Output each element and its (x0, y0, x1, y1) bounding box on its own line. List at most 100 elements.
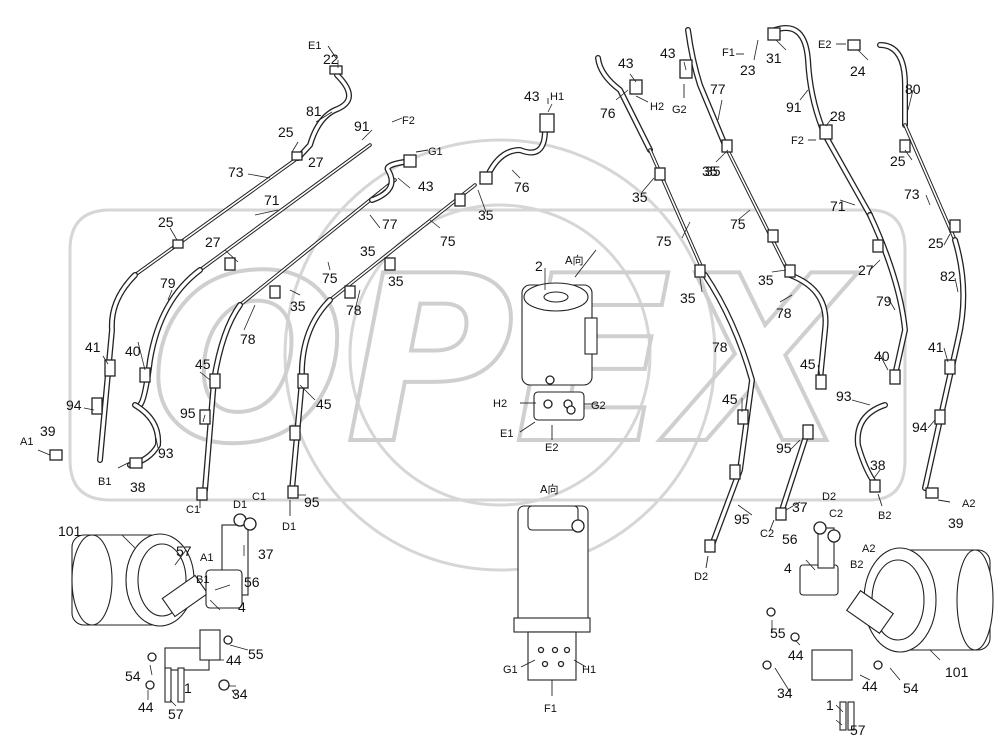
port-f1-right: F1 (722, 47, 735, 59)
label-37-a: 37 (792, 499, 808, 515)
label-44-d: 44 (862, 678, 878, 694)
label-43-a: 43 (418, 178, 434, 194)
label-71-b: 71 (830, 198, 846, 214)
label-27-a: 27 (308, 154, 324, 170)
label-41-a: 41 (85, 339, 101, 355)
label-91-a: 91 (354, 118, 370, 134)
label-78-d: 78 (712, 339, 728, 355)
label-78-b: 78 (346, 302, 362, 318)
label-57-c: 57 (850, 722, 866, 738)
label-93-b: 93 (836, 388, 852, 404)
watermark-text: OPEX (150, 228, 858, 495)
port-g2-right: G2 (672, 104, 687, 116)
label-34-a: 34 (232, 686, 248, 702)
label-37-b: 37 (258, 546, 274, 562)
leader-lines (83, 39, 959, 726)
port-a1-motor: A1 (200, 552, 213, 564)
label-95-b: 95 (304, 494, 320, 510)
port-arrows (37, 43, 951, 569)
label-95-d: 95 (734, 511, 750, 527)
port-labels: E1 F2 G1 H1 H2 G2 F1 F2 E2 A1 B1 C1 D1 D… (20, 39, 975, 715)
label-25-b: 25 (158, 214, 174, 230)
label-101-a: 101 (58, 523, 82, 539)
label-57-a: 57 (176, 543, 192, 559)
port-d1-motor: D1 (233, 499, 247, 511)
label-76-a: 76 (514, 179, 530, 195)
label-25-d: 25 (928, 235, 944, 251)
label-40-b: 40 (874, 348, 890, 364)
label-39-a: 39 (40, 423, 56, 439)
view-labels: A向 A向 (540, 253, 584, 496)
swivel-joint-view-a (513, 505, 591, 696)
label-35-a: 35 (290, 298, 306, 314)
label-23: 23 (740, 62, 756, 78)
label-43-b: 43 (524, 88, 540, 104)
label-73-b: 73 (904, 186, 920, 202)
swivel-joint-top (519, 249, 598, 440)
label-4-b: 4 (784, 560, 792, 576)
port-e2-right: E2 (818, 39, 831, 51)
label-35-c: 35 (388, 273, 404, 289)
label-31: 31 (766, 50, 782, 66)
label-79-a: 79 (160, 275, 176, 291)
label-27-c: 27 (858, 262, 874, 278)
label-76-b: 76 (600, 105, 616, 121)
port-a2-motor: A2 (862, 543, 875, 555)
port-g2-center: G2 (591, 400, 606, 412)
view-a-direction-label-bottom: A向 (540, 482, 559, 496)
label-45-d: 45 (722, 391, 738, 407)
port-f2-right: F2 (791, 135, 804, 147)
port-c2-hose: C2 (760, 528, 774, 540)
label-2: 2 (535, 258, 543, 274)
label-75-c: 75 (656, 233, 672, 249)
label-71-a: 71 (264, 192, 280, 208)
travel-motor-right (762, 521, 994, 731)
label-54-a: 54 (125, 668, 141, 684)
port-f2-left: F2 (402, 115, 415, 127)
port-h1-center: H1 (582, 664, 596, 676)
label-41-b: 41 (928, 339, 944, 355)
label-78-a: 78 (240, 331, 256, 347)
port-e1-center: E1 (500, 428, 513, 440)
port-a1-left: A1 (20, 436, 33, 448)
port-b2-right: B2 (878, 510, 891, 522)
label-94-b: 94 (912, 419, 928, 435)
label-45-b: 45 (316, 396, 332, 412)
label-44-b: 44 (138, 699, 154, 715)
port-e1-top: E1 (308, 40, 321, 52)
label-56-a: 56 (244, 574, 260, 590)
label-80: 80 (905, 81, 921, 97)
label-55-a: 55 (248, 646, 264, 662)
label-55-b: 55 (770, 625, 786, 641)
label-22: 22 (323, 51, 339, 67)
label-75-b: 75 (440, 233, 456, 249)
port-b1-left: B1 (98, 476, 111, 488)
label-93-a: 93 (158, 445, 174, 461)
view-a-direction-label-top: A向 (565, 253, 584, 267)
label-45-a: 45 (195, 356, 211, 372)
port-c2-motor: C2 (829, 508, 843, 520)
port-d2-motor: D2 (822, 491, 836, 503)
label-39-b: 39 (948, 515, 964, 531)
label-4-a: 4 (238, 599, 246, 615)
hoses-left (97, 72, 548, 493)
port-e2-center: E2 (545, 442, 558, 454)
port-d1-hose: D1 (282, 521, 296, 533)
label-1-b: 1 (826, 697, 834, 713)
port-h1-left: H1 (550, 91, 564, 103)
port-a2-right: A2 (962, 498, 975, 510)
label-43-c: 43 (618, 55, 634, 71)
label-95-a: 95 (180, 405, 196, 421)
label-57-b: 57 (168, 706, 184, 722)
label-25-a: 25 (278, 124, 294, 140)
label-82: 82 (940, 268, 956, 284)
port-g1-center: G1 (503, 664, 518, 676)
port-c1-motor: C1 (252, 491, 266, 503)
label-38-a: 38 (130, 479, 146, 495)
hoses-right (595, 25, 967, 548)
label-35-f: 35 (705, 163, 721, 179)
label-28: 28 (830, 108, 846, 124)
label-27-b: 27 (205, 234, 221, 250)
port-f1-center: F1 (544, 703, 557, 715)
